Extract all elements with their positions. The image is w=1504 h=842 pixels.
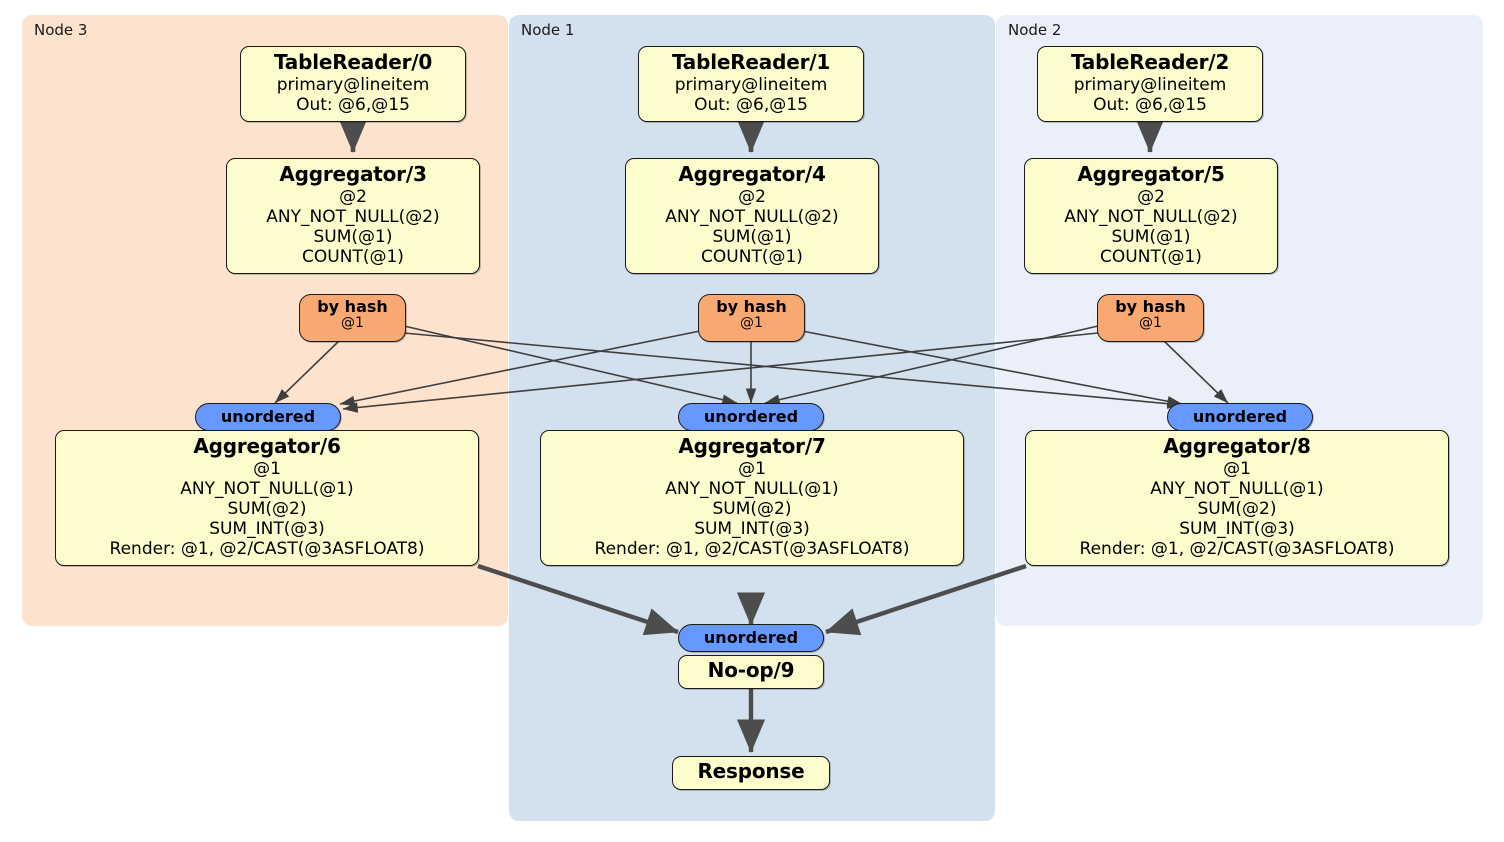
aggregator-5-agg-1: ANY_NOT_NULL(@2) [1064, 206, 1238, 227]
aggregator-8-render: Render: @1, @2/CAST(@3ASFLOAT8) [1079, 538, 1395, 559]
aggregator-3-agg-3: COUNT(@1) [302, 246, 404, 267]
by-hash-4-column: @1 [740, 314, 763, 331]
aggregator-5-title: Aggregator/5 [1077, 162, 1225, 186]
aggregator-7-agg-1: ANY_NOT_NULL(@1) [665, 478, 839, 499]
aggregator-8-title: Aggregator/8 [1163, 434, 1311, 458]
by-hash-5-kind: by hash [1115, 297, 1186, 316]
unordered-7-label: unordered [703, 407, 799, 427]
tablereader-0-table: primary@lineitem [276, 74, 430, 95]
aggregator-5-agg-2: SUM(@1) [1111, 226, 1191, 247]
aggregator-7-title: Aggregator/7 [678, 434, 826, 458]
aggregator-8-agg-1: ANY_NOT_NULL(@1) [1150, 478, 1324, 499]
tablereader-1-out: Out: @6,@15 [694, 94, 808, 115]
aggregator-4-agg-2: SUM(@1) [712, 226, 792, 247]
processor-tablereader-2[interactable]: TableReader/2 primary@lineitem Out: @6,@… [1037, 46, 1263, 122]
aggregator-7-render: Render: @1, @2/CAST(@3ASFLOAT8) [594, 538, 910, 559]
processor-aggregator-5[interactable]: Aggregator/5 @2 ANY_NOT_NULL(@2) SUM(@1)… [1024, 158, 1278, 274]
by-hash-5-column: @1 [1139, 314, 1162, 331]
aggregator-3-agg-1: ANY_NOT_NULL(@2) [266, 206, 440, 227]
tablereader-0-title: TableReader/0 [273, 50, 433, 74]
input-sync-unordered-6[interactable]: unordered [195, 403, 341, 431]
panel-node-2-label: Node 2 [1008, 21, 1062, 39]
tablereader-2-title: TableReader/2 [1070, 50, 1230, 74]
input-sync-unordered-9[interactable]: unordered [678, 624, 824, 652]
output-router-by-hash-4[interactable]: by hash @1 [698, 294, 805, 342]
aggregator-3-agg-2: SUM(@1) [313, 226, 393, 247]
aggregator-8-groupcols: @1 [1223, 458, 1251, 479]
processor-aggregator-6[interactable]: Aggregator/6 @1 ANY_NOT_NULL(@1) SUM(@2)… [55, 430, 479, 566]
unordered-8-label: unordered [1192, 407, 1288, 427]
aggregator-6-agg-2: SUM(@2) [227, 498, 307, 519]
no-op-9-title: No-op/9 [707, 658, 795, 682]
processor-aggregator-3[interactable]: Aggregator/3 @2 ANY_NOT_NULL(@2) SUM(@1)… [226, 158, 480, 274]
processor-response[interactable]: Response [672, 756, 830, 790]
processor-tablereader-1[interactable]: TableReader/1 primary@lineitem Out: @6,@… [638, 46, 864, 122]
aggregator-6-agg-1: ANY_NOT_NULL(@1) [180, 478, 354, 499]
aggregator-5-agg-3: COUNT(@1) [1100, 246, 1202, 267]
aggregator-8-agg-3: SUM_INT(@3) [1179, 518, 1295, 539]
tablereader-2-table: primary@lineitem [1073, 74, 1227, 95]
tablereader-1-title: TableReader/1 [671, 50, 831, 74]
by-hash-3-kind: by hash [317, 297, 388, 316]
aggregator-7-groupcols: @1 [738, 458, 766, 479]
aggregator-7-agg-2: SUM(@2) [712, 498, 792, 519]
response-title: Response [697, 759, 805, 783]
processor-aggregator-8[interactable]: Aggregator/8 @1 ANY_NOT_NULL(@1) SUM(@2)… [1025, 430, 1449, 566]
processor-aggregator-7[interactable]: Aggregator/7 @1 ANY_NOT_NULL(@1) SUM(@2)… [540, 430, 964, 566]
aggregator-7-agg-3: SUM_INT(@3) [694, 518, 810, 539]
unordered-6-label: unordered [220, 407, 316, 427]
aggregator-4-agg-3: COUNT(@1) [701, 246, 803, 267]
aggregator-6-agg-3: SUM_INT(@3) [209, 518, 325, 539]
output-router-by-hash-3[interactable]: by hash @1 [299, 294, 406, 342]
output-router-by-hash-5[interactable]: by hash @1 [1097, 294, 1204, 342]
input-sync-unordered-7[interactable]: unordered [678, 403, 824, 431]
panel-node-3-label: Node 3 [34, 21, 88, 39]
processor-tablereader-0[interactable]: TableReader/0 primary@lineitem Out: @6,@… [240, 46, 466, 122]
aggregator-4-title: Aggregator/4 [678, 162, 826, 186]
processor-no-op-9[interactable]: No-op/9 [678, 655, 824, 689]
aggregator-3-groupcols: @2 [339, 186, 367, 207]
aggregator-4-agg-1: ANY_NOT_NULL(@2) [665, 206, 839, 227]
aggregator-4-groupcols: @2 [738, 186, 766, 207]
aggregator-3-title: Aggregator/3 [279, 162, 427, 186]
aggregator-6-title: Aggregator/6 [193, 434, 341, 458]
by-hash-4-kind: by hash [716, 297, 787, 316]
by-hash-3-column: @1 [341, 314, 364, 331]
input-sync-unordered-8[interactable]: unordered [1167, 403, 1313, 431]
aggregator-6-groupcols: @1 [253, 458, 281, 479]
tablereader-1-table: primary@lineitem [674, 74, 828, 95]
tablereader-2-out: Out: @6,@15 [1093, 94, 1207, 115]
panel-node-1-label: Node 1 [521, 21, 575, 39]
unordered-9-label: unordered [703, 628, 799, 648]
processor-aggregator-4[interactable]: Aggregator/4 @2 ANY_NOT_NULL(@2) SUM(@1)… [625, 158, 879, 274]
aggregator-8-agg-2: SUM(@2) [1197, 498, 1277, 519]
aggregator-6-render: Render: @1, @2/CAST(@3ASFLOAT8) [109, 538, 425, 559]
aggregator-5-groupcols: @2 [1137, 186, 1165, 207]
tablereader-0-out: Out: @6,@15 [296, 94, 410, 115]
